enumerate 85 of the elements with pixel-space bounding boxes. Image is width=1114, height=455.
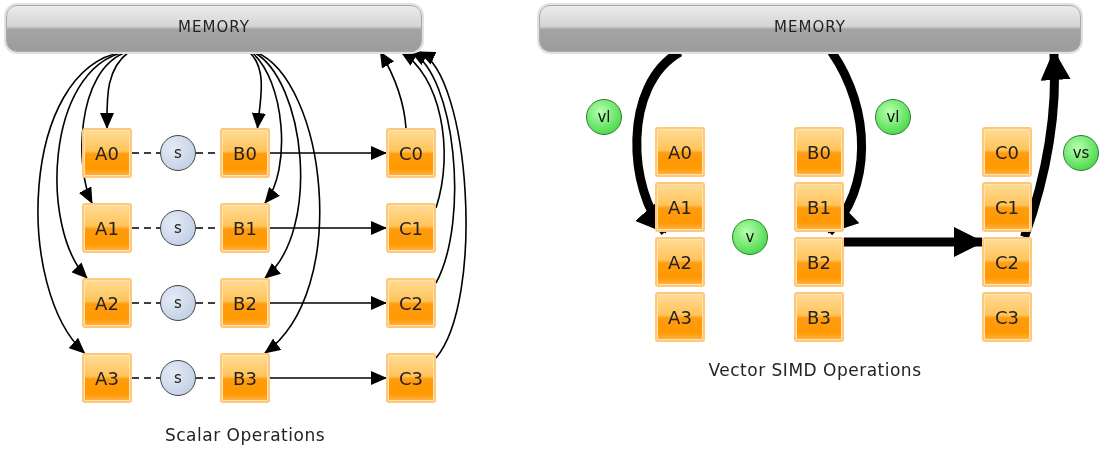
instruction-circle [732, 219, 768, 255]
node-label: C0 [995, 141, 1019, 163]
arrow [269, 296, 387, 310]
memory-bar [6, 5, 422, 52]
node-label: C1 [995, 196, 1019, 218]
register-box [794, 237, 844, 287]
dashed-line [131, 377, 161, 379]
arrow [400, 51, 445, 209]
node-label: s [174, 294, 182, 312]
node-label: B3 [233, 367, 257, 389]
register-box [82, 278, 132, 328]
register-box [655, 127, 705, 177]
register-box [220, 278, 270, 328]
node-label: B2 [807, 251, 831, 273]
arrow [248, 51, 266, 129]
instruction-circle [875, 99, 911, 135]
node-label: A0 [668, 141, 692, 163]
register-box [220, 128, 270, 178]
node-label: vl [597, 108, 611, 126]
register-box [982, 237, 1032, 287]
node-label: MEMORY [178, 17, 250, 36]
register-box [655, 182, 705, 232]
register-box [82, 128, 132, 178]
node-label: B0 [233, 142, 257, 164]
node-label: v [745, 228, 755, 246]
instruction-circle [586, 99, 622, 135]
node-label: A1 [95, 217, 119, 239]
node-label: s [174, 219, 182, 237]
node-label: B3 [807, 306, 831, 328]
register-box [220, 353, 270, 403]
node-label: A1 [668, 196, 692, 218]
node-label: B1 [807, 196, 831, 218]
node-label: vs [1072, 144, 1090, 162]
register-box [794, 127, 844, 177]
register-box [82, 353, 132, 403]
node-label: A3 [95, 367, 119, 389]
register-box [386, 278, 436, 328]
register-box [655, 292, 705, 342]
register-box [82, 203, 132, 253]
register-box [794, 292, 844, 342]
operation-circle [160, 285, 196, 321]
register-box [794, 182, 844, 232]
caption: Vector SIMD Operations [708, 360, 922, 380]
operation-circle [160, 360, 196, 396]
node-label: C3 [995, 306, 1019, 328]
instruction-circle [1063, 135, 1099, 171]
arrow [379, 51, 407, 129]
memory-bar [539, 5, 1081, 52]
operation-circle [160, 135, 196, 171]
register-box [220, 203, 270, 253]
node-label: A3 [668, 306, 692, 328]
node-label: A2 [668, 251, 692, 273]
node-label: B1 [233, 217, 257, 239]
node-label: C0 [399, 142, 423, 164]
register-box [386, 203, 436, 253]
arrow [269, 221, 387, 235]
node-label: C1 [399, 217, 423, 239]
node-label: C2 [399, 292, 423, 314]
node-label: A2 [95, 292, 119, 314]
register-box [982, 127, 1032, 177]
register-box [386, 353, 436, 403]
node-label: vl [886, 108, 900, 126]
arrow [419, 51, 467, 359]
arrow [99, 51, 130, 129]
node-label: B0 [807, 141, 831, 163]
node-label: C2 [995, 251, 1019, 273]
caption: Scalar Operations [164, 425, 326, 445]
dashed-line [131, 302, 161, 304]
arrow [269, 146, 387, 160]
node-label: s [174, 144, 182, 162]
node-label: A0 [95, 142, 119, 164]
register-box [982, 182, 1032, 232]
node-label: s [174, 369, 182, 387]
dashed-line [131, 227, 161, 229]
arrow [269, 371, 387, 385]
operation-circle [160, 210, 196, 246]
node-label: C3 [399, 367, 423, 389]
node-label: B2 [233, 292, 257, 314]
dashed-line [131, 152, 161, 154]
register-box [655, 237, 705, 287]
register-box [982, 292, 1032, 342]
arrow [250, 51, 283, 204]
arrow [844, 227, 984, 257]
node-label: MEMORY [774, 17, 846, 36]
register-box [386, 128, 436, 178]
